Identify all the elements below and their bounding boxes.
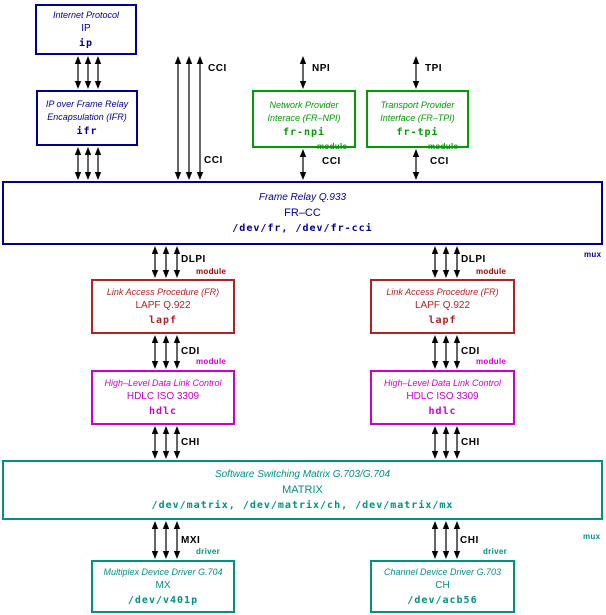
box-lapf-code: lapf	[148, 314, 178, 326]
box-ip: Internet Protocol IP ip	[35, 4, 137, 55]
box-mx-title: Multiplex Device Driver G.704	[103, 566, 223, 577]
box-hdlc-name: HDLC ISO 3309	[126, 390, 200, 402]
box-ch: Channel Device Driver G.703 CH /dev/acb5…	[370, 560, 515, 613]
box-hdlc-code: hdlc	[148, 405, 178, 417]
box-matrix-code: /dev/matrix, /dev/matrix/ch, /dev/matrix…	[151, 499, 454, 511]
box-lapf-title: Link Access Procedure (FR)	[386, 286, 499, 297]
tag-mux-fr-cc: mux	[584, 250, 602, 259]
box-ifr-title-line2: Encapsulation (IFR)	[47, 111, 127, 122]
arrow-cluster-tpi-top	[412, 56, 420, 89]
tag-driver-mx: driver	[196, 547, 221, 556]
arrow-cluster-tpi-frcc	[412, 149, 420, 180]
arrow-cluster-cci-long	[174, 56, 204, 180]
arrow-cluster-frcc-lapf-l	[151, 246, 181, 278]
label-chi-right: CHI	[461, 437, 480, 448]
box-ifr-code: ifr	[76, 125, 98, 137]
box-fr-cc-name: FR–CC	[284, 206, 321, 219]
box-hdlc-right: High–Level Data Link Control HDLC ISO 33…	[370, 370, 515, 425]
tag-module-hdlc-right: module	[476, 357, 507, 366]
box-mx-name: MX	[155, 579, 171, 591]
box-fr-cc-code: /dev/fr, /dev/fr-cci	[232, 222, 373, 234]
tag-module-lapf-right: module	[476, 267, 507, 276]
arrow-cluster-matrix-ch	[431, 521, 461, 559]
label-dlpi-left: DLPI	[181, 254, 206, 265]
box-fr-tpi: Transport Provider Interface (FR–TPI) fr…	[366, 90, 469, 148]
box-ch-code: /dev/acb56	[407, 594, 478, 606]
label-cci-tpi: CCI	[430, 156, 449, 167]
box-ip-code: ip	[78, 37, 94, 49]
tag-module-fr-npi: module	[317, 142, 348, 151]
arrow-cluster-ip-ifr	[74, 56, 102, 89]
box-matrix-title: Software Switching Matrix G.703/G.704	[214, 468, 391, 480]
arrow-cluster-matrix-mx	[151, 521, 181, 559]
box-hdlc-title: High–Level Data Link Control	[104, 377, 222, 388]
label-dlpi-right: DLPI	[461, 254, 486, 265]
box-lapf-name: LAPF Q.922	[414, 299, 471, 311]
tag-driver-ch: driver	[483, 547, 508, 556]
label-cci-npi: CCI	[322, 156, 341, 167]
arrow-cluster-lapf-hdlc-r	[431, 335, 461, 369]
arrow-cluster-npi-frcc	[299, 149, 307, 180]
box-fr-npi: Network Provider Interace (FR–NPI) fr-np…	[252, 90, 356, 148]
box-fr-tpi-title-line1: Transport Provider	[380, 99, 455, 110]
box-fr-npi-code: fr-npi	[282, 126, 326, 138]
box-lapf-right: Link Access Procedure (FR) LAPF Q.922 la…	[370, 279, 515, 334]
box-ifr-title-line1: IP over Frame Relay	[45, 98, 129, 109]
box-fr-npi-title-line2: Interace (FR–NPI)	[267, 112, 341, 123]
arrow-cluster-frcc-lapf-r	[431, 246, 461, 278]
box-ch-title: Channel Device Driver G.703	[383, 566, 502, 577]
arrow-cluster-hdlc-matrix-l	[151, 426, 181, 459]
box-ip-name: IP	[81, 22, 91, 34]
box-lapf-title: Link Access Procedure (FR)	[106, 286, 220, 297]
box-fr-cc: Frame Relay Q.933 FR–CC /dev/fr, /dev/fr…	[2, 181, 603, 245]
box-matrix-name: MATRIX	[282, 483, 323, 496]
label-npi: NPI	[312, 63, 331, 74]
label-chi-left: CHI	[181, 437, 200, 448]
box-ifr: IP over Frame Relay Encapsulation (IFR) …	[36, 90, 138, 146]
box-hdlc-code: hdlc	[428, 405, 457, 417]
box-fr-npi-title-line1: Network Provider	[269, 99, 339, 110]
tag-module-lapf-left: module	[196, 267, 227, 276]
label-tpi: TPI	[425, 63, 443, 74]
box-ch-name: CH	[435, 579, 450, 591]
box-hdlc-left: High–Level Data Link Control HDLC ISO 33…	[91, 370, 235, 425]
box-mx: Multiplex Device Driver G.704 MX /dev/v4…	[91, 560, 235, 613]
label-chi-bottom: CHI	[460, 535, 479, 546]
box-hdlc-title: High–Level Data Link Control	[383, 377, 502, 388]
box-hdlc-name: HDLC ISO 3309	[406, 390, 479, 402]
label-cdi-left: CDI	[181, 346, 200, 357]
label-cdi-right: CDI	[461, 346, 480, 357]
box-fr-cc-title: Frame Relay Q.933	[258, 191, 347, 203]
tag-module-fr-tpi: module	[428, 142, 459, 151]
arrow-cluster-lapf-hdlc-l	[151, 335, 181, 369]
box-ip-title: Internet Protocol	[52, 9, 120, 20]
label-mxi: MXI	[181, 535, 201, 546]
tag-module-hdlc-left: module	[196, 357, 227, 366]
box-fr-tpi-title-line2: Interface (FR–TPI)	[380, 112, 455, 123]
box-lapf-code: lapf	[428, 314, 457, 326]
box-matrix: Software Switching Matrix G.703/G.704 MA…	[2, 460, 603, 520]
arrow-cluster-hdlc-matrix-r	[431, 426, 461, 459]
label-cci-mid: CCI	[204, 155, 223, 166]
arrow-cluster-npi-top	[299, 56, 307, 89]
tag-mux-matrix: mux	[583, 532, 601, 541]
box-mx-code: /dev/v401p	[127, 594, 199, 606]
box-fr-tpi-code: fr-tpi	[396, 126, 439, 138]
box-lapf-left: Link Access Procedure (FR) LAPF Q.922 la…	[91, 279, 235, 334]
arrow-cluster-ifr-frcc	[74, 147, 102, 180]
box-lapf-name: LAPF Q.922	[135, 299, 191, 311]
label-cci-top: CCI	[208, 63, 227, 74]
